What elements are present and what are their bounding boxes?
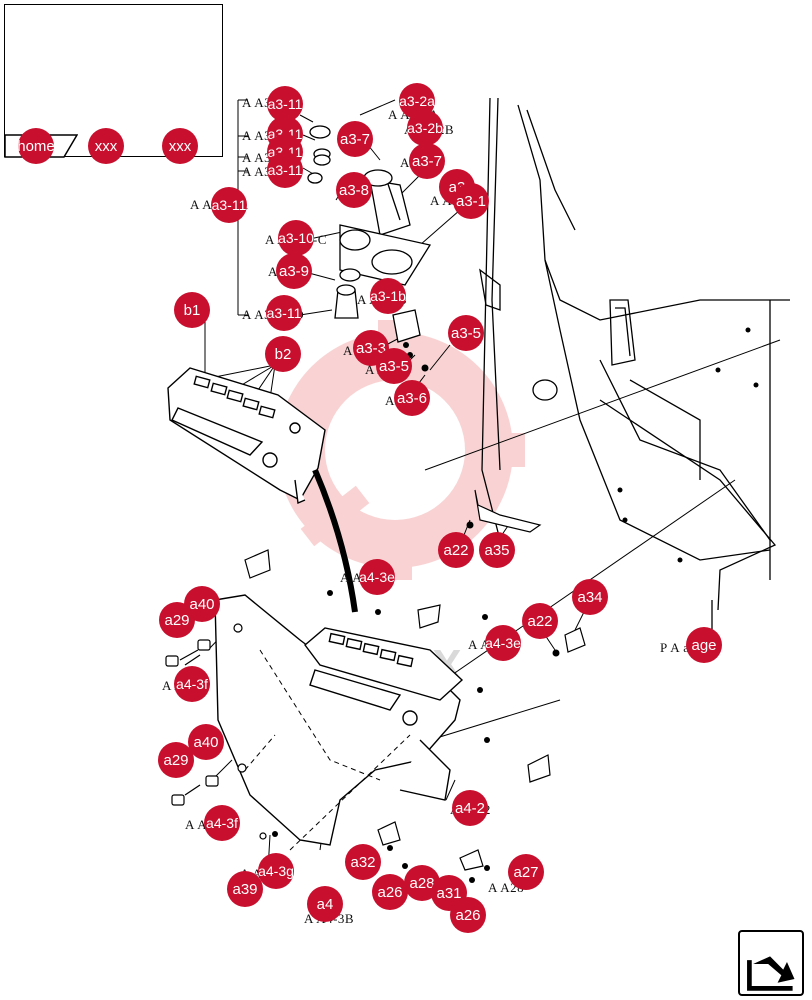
callout-a22b[interactable]: a22 — [522, 603, 558, 639]
lever-assembly — [279, 99, 432, 343]
callout-label: a4-2 — [454, 799, 486, 817]
callout-a3-2b[interactable]: a3-2b — [407, 110, 443, 146]
callout-label: a3-2b — [407, 120, 443, 136]
transition-arc — [312, 468, 358, 613]
callout-label: a4 — [316, 895, 334, 913]
callout-label: a4-3e — [359, 569, 395, 585]
callout-a4-3f2[interactable]: a4-3f — [204, 805, 240, 841]
cab-pillar — [479, 97, 790, 640]
cab-detail-holes — [617, 327, 759, 563]
callout-label: a40 — [189, 595, 215, 613]
callout-label: a4-3f — [206, 815, 238, 831]
callout-label: a29 — [163, 751, 189, 769]
callout-a3-7b[interactable]: a3-7 — [409, 143, 445, 179]
callout-a3-6[interactable]: a3-6 — [394, 380, 430, 416]
callout-a4-3g[interactable]: a4-3g — [258, 853, 294, 889]
callout-a39[interactable]: a39 — [227, 871, 263, 907]
pins-left — [165, 623, 267, 840]
bolts-upper — [403, 342, 429, 372]
callout-home[interactable]: home — [18, 128, 54, 164]
callout-label: a3-1b — [370, 288, 406, 304]
callout-label: xxx — [94, 137, 118, 155]
callout-a3-8[interactable]: a3-8 — [336, 172, 372, 208]
callout-label: home — [18, 137, 54, 155]
callout-a27[interactable]: a27 — [508, 854, 544, 890]
callout-label: a4-3g — [258, 863, 294, 879]
callout-a35[interactable]: a35 — [479, 532, 515, 568]
callout-label: a28 — [409, 874, 435, 892]
callout-a3-7a[interactable]: a3-7 — [337, 121, 373, 157]
callout-label: a3-5 — [378, 357, 410, 375]
callout-a40b[interactable]: a40 — [188, 724, 224, 760]
callout-label: a22 — [443, 541, 469, 559]
callout-label: b2 — [274, 345, 292, 363]
callout-a3-9[interactable]: a3-9 — [276, 253, 312, 289]
callout-label: a22 — [527, 612, 553, 630]
callout-label: a3-6 — [396, 389, 428, 407]
callout-label: a39 — [232, 880, 258, 898]
callout-a4-3e1[interactable]: a4-3e — [359, 559, 395, 595]
callout-a22a[interactable]: a22 — [438, 532, 474, 568]
callout-label: a3-7 — [339, 130, 371, 148]
callout-a26b[interactable]: a26 — [450, 897, 486, 933]
callout-label: a3-11 — [211, 197, 247, 213]
callout-label: a3-7 — [411, 152, 443, 170]
callout-label: a40 — [193, 733, 219, 751]
callout-a4-2[interactable]: a4-2 — [452, 790, 488, 826]
callout-a32[interactable]: a32 — [345, 844, 381, 880]
callout-label: a35 — [484, 541, 510, 559]
console-dashed — [244, 649, 411, 851]
callout-label: a3-3 — [355, 339, 387, 357]
callout-a3-5b[interactable]: a3-5 — [448, 315, 484, 351]
callout-label: a3-11 — [267, 96, 303, 112]
callout-b2[interactable]: b2 — [265, 336, 301, 372]
callout-label: a3-10 — [278, 230, 314, 246]
callout-label: a31 — [436, 884, 462, 902]
callout-a3-111[interactable]: a3-11 — [211, 187, 247, 223]
fasteners — [272, 521, 560, 883]
callout-label: a3-8 — [338, 181, 370, 199]
callout-label: a27 — [513, 863, 539, 881]
console-lower — [214, 594, 464, 846]
callout-a3-11f[interactable]: a3-11 — [267, 86, 303, 122]
callout-a3-1b[interactable]: a3-1b — [370, 278, 406, 314]
callout-xxx2[interactable]: xxx — [162, 128, 198, 164]
callout-a34[interactable]: a34 — [572, 579, 608, 615]
callout-label: a26 — [377, 883, 403, 901]
callout-label: a4-3f — [176, 676, 208, 692]
callout-page[interactable]: age — [686, 627, 722, 663]
callout-label: a3-11 — [266, 305, 302, 321]
callout-a3-5a[interactable]: a3-5 — [376, 348, 412, 384]
callout-a4[interactable]: a4 — [307, 886, 343, 922]
brackets — [244, 489, 586, 871]
callout-a3-1[interactable]: a3-1 — [453, 183, 489, 219]
callout-a4-3e2[interactable]: a4-3e — [485, 625, 521, 661]
callout-label: a26 — [455, 906, 481, 924]
callout-label: a4-3e — [485, 635, 521, 651]
callout-a26a[interactable]: a26 — [372, 874, 408, 910]
arrow-into-box-icon[interactable] — [738, 930, 804, 996]
callout-label: a29 — [164, 611, 190, 629]
callout-a3-11d[interactable]: a3-11 — [266, 295, 302, 331]
callout-a3-11y[interactable]: a3-11 — [267, 152, 303, 188]
callout-label: a3-2a — [399, 93, 435, 109]
callout-label: age — [691, 636, 717, 654]
callout-label: a3-11 — [267, 162, 303, 178]
callout-label: a3-5 — [450, 324, 482, 342]
callout-label: a34 — [577, 588, 603, 606]
callout-label: b1 — [183, 301, 201, 319]
callout-a40a[interactable]: a40 — [184, 586, 220, 622]
callout-label: a3-9 — [278, 262, 310, 280]
callout-a4-3f1[interactable]: a4-3f — [174, 666, 210, 702]
console-upper — [167, 367, 326, 505]
callout-label: a3-1 — [455, 192, 487, 210]
callout-a29b[interactable]: a29 — [158, 742, 194, 778]
callout-label: xxx — [168, 137, 192, 155]
callout-label: a32 — [350, 853, 376, 871]
callout-b1[interactable]: b1 — [174, 292, 210, 328]
callout-xxx1[interactable]: xxx — [88, 128, 124, 164]
callout-a3-10[interactable]: a3-10 — [278, 220, 314, 256]
